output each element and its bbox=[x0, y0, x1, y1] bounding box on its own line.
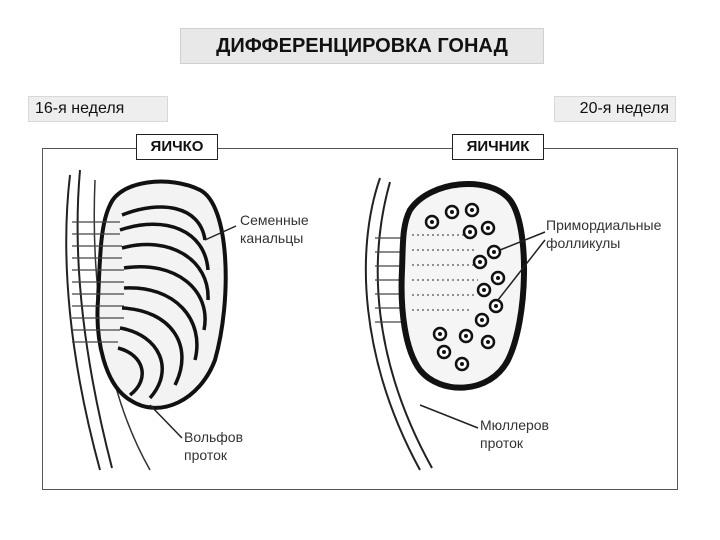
seminiferous-label-line1: Семенные bbox=[240, 212, 309, 228]
wolffian-label-line2: проток bbox=[184, 447, 228, 463]
diagram-title: ДИФФЕРЕНЦИРОВКА ГОНАД bbox=[180, 28, 544, 64]
ovary-drawing bbox=[364, 177, 546, 471]
testis-label: ЯИЧКО bbox=[136, 134, 218, 160]
mullerian-label-line2: проток bbox=[480, 435, 524, 451]
seminiferous-label-line2: канальцы bbox=[240, 230, 303, 246]
week-16-label: 16-я неделя bbox=[28, 96, 168, 122]
mullerian-label-line1: Мюллеров bbox=[480, 417, 549, 433]
week-20-label: 20-я неделя bbox=[554, 96, 676, 122]
testis-drawing bbox=[65, 169, 237, 471]
follicles-label-line1: Примордиальные bbox=[546, 217, 662, 233]
ovary-label: ЯИЧНИК bbox=[452, 134, 544, 160]
follicles-label-line2: фолликулы bbox=[546, 235, 620, 251]
wolffian-label-line1: Вольфов bbox=[184, 429, 243, 445]
